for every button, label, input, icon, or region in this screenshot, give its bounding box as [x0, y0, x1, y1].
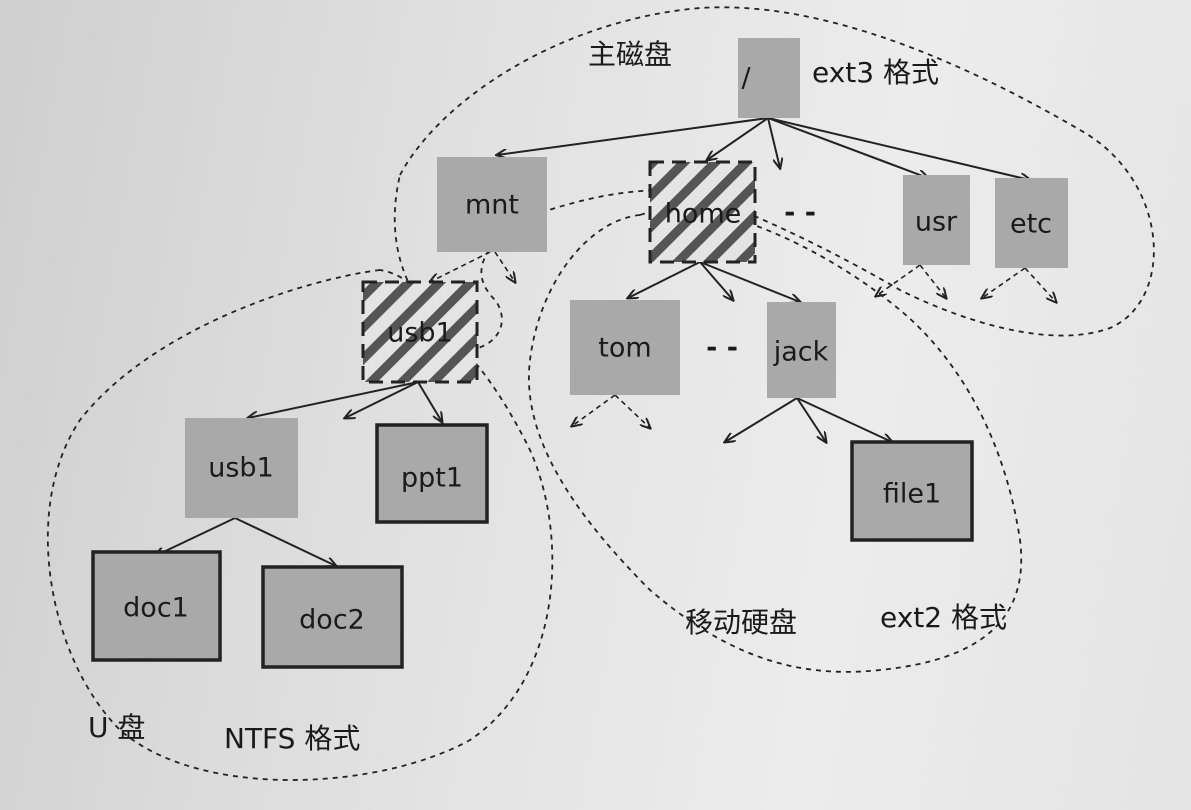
node-usb1-mountpoint: usb1	[361, 280, 479, 384]
node-doc1: doc1	[91, 550, 222, 662]
node-home-mountpoint: home	[648, 160, 757, 264]
node-label: home	[665, 199, 742, 230]
node-label: jack	[773, 337, 829, 368]
removable-disk-format: ext2 格式	[880, 601, 1007, 634]
removable-disk-label: 移动硬盘	[685, 606, 797, 639]
node-label: /	[741, 63, 751, 94]
node-label: usr	[915, 207, 958, 238]
main-disk-format: ext3 格式	[812, 56, 939, 89]
node-file1: file1	[850, 440, 974, 542]
main-disk-label: 主磁盘	[588, 38, 672, 71]
node-label: tom	[598, 333, 651, 364]
edges	[155, 117, 1056, 566]
node-root: /	[738, 38, 800, 118]
node-label: doc1	[123, 593, 189, 624]
node-etc: etc	[995, 178, 1068, 268]
node-label: usb1	[387, 318, 453, 349]
usb-disk-format: NTFS 格式	[224, 722, 360, 755]
node-label: usb1	[208, 453, 274, 484]
node-label: ppt1	[401, 463, 463, 494]
node-label: mnt	[465, 190, 519, 221]
node-ppt1: ppt1	[375, 423, 489, 524]
node-label: doc2	[299, 605, 365, 636]
node-usr: usr	[903, 175, 970, 265]
node-doc2: doc2	[261, 565, 404, 669]
main-disk-region	[393, 6, 1155, 351]
ellipsis: - -	[784, 198, 816, 229]
node-label: file1	[883, 479, 941, 510]
removable-disk-region	[528, 208, 1023, 673]
usb-disk-label: U 盘	[88, 711, 145, 744]
node-label: etc	[1010, 209, 1052, 240]
ellipsis: - -	[706, 333, 738, 364]
node-tom: tom	[570, 300, 680, 395]
node-jack: jack	[767, 302, 836, 398]
node-mnt: mnt	[437, 157, 547, 252]
node-usb1-dir: usb1	[185, 418, 298, 518]
